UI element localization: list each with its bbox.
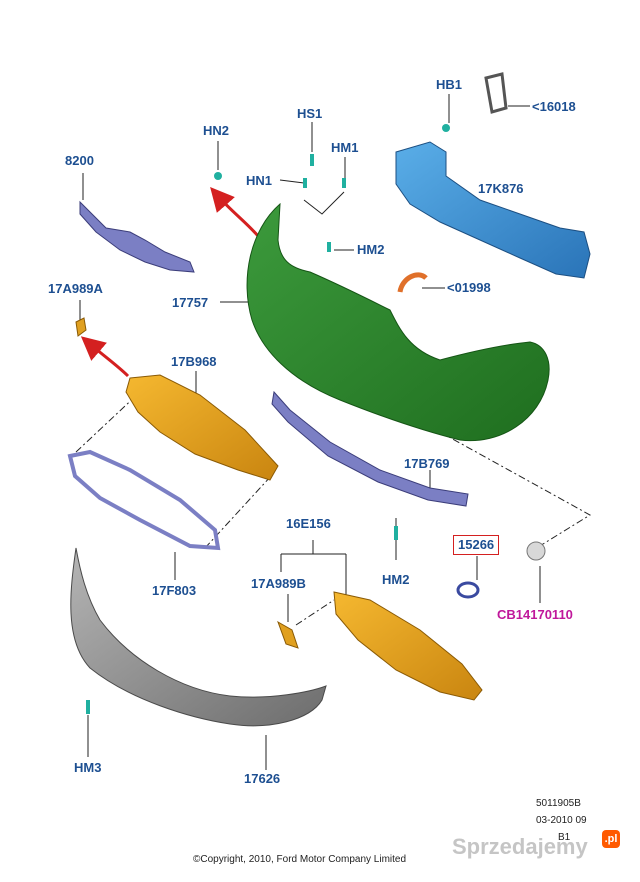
red-arrow-top	[210, 186, 260, 237]
label-hn1: HN1	[246, 173, 273, 188]
label-17a989b: 17A989B	[251, 576, 306, 591]
footer-rev: B1	[558, 832, 571, 843]
label-17k876: 17K876	[478, 181, 524, 196]
bracket-17a989b	[277, 620, 299, 649]
upper-trim-8200	[79, 200, 195, 273]
footer-copyright: ©Copyright, 2010, Ford Motor Company Lim…	[193, 854, 407, 865]
label-hn2: HN2	[203, 123, 230, 138]
footer-code: 5011905B	[536, 798, 581, 809]
red-arrow-middle	[80, 336, 130, 378]
label-01998: <01998	[447, 280, 491, 295]
label-17626: 17626	[244, 771, 281, 786]
label-hm3: HM3	[74, 760, 102, 775]
label-17a989a: 17A989A	[48, 281, 103, 296]
label-hm2-bottom: HM2	[382, 572, 410, 587]
watermark-text: Sprzedajemy	[452, 834, 588, 859]
label-16e156: 16E156	[286, 516, 331, 531]
label-17f803: 17F803	[152, 583, 197, 598]
lower-trim-17b769	[271, 390, 469, 507]
grille-surround-17f803	[67, 449, 221, 551]
upper-grille-17b968	[125, 374, 279, 481]
footer-date: 03-2010 09	[536, 815, 587, 826]
fog-lamp-cb14170110	[526, 541, 546, 561]
label-17757: 17757	[172, 295, 209, 310]
bracket-17a989a	[75, 317, 87, 337]
lower-panel-17626	[70, 547, 327, 727]
bumper-cover-17757	[246, 202, 550, 442]
label-8200: 8200	[65, 153, 94, 168]
label-hb1: HB1	[436, 77, 463, 92]
label-cb14170110: CB14170110	[497, 607, 573, 622]
label-hm2-top: HM2	[357, 242, 385, 257]
lower-grille-16e156	[333, 591, 483, 701]
label-hs1: HS1	[297, 106, 323, 121]
fog-bezel-15266	[456, 581, 480, 599]
label-16018: <16018	[532, 99, 576, 114]
watermark-badge: .pl	[602, 830, 620, 848]
label-17b968: 17B968	[171, 354, 217, 369]
reinforcement-beam-17k876	[395, 141, 591, 279]
label-15266: 15266	[453, 535, 500, 555]
bracket-16018	[484, 72, 508, 114]
fasteners	[86, 124, 450, 714]
label-17b769: 17B769	[404, 456, 450, 471]
clip-01998	[397, 272, 428, 293]
label-hm1: HM1	[331, 140, 359, 155]
